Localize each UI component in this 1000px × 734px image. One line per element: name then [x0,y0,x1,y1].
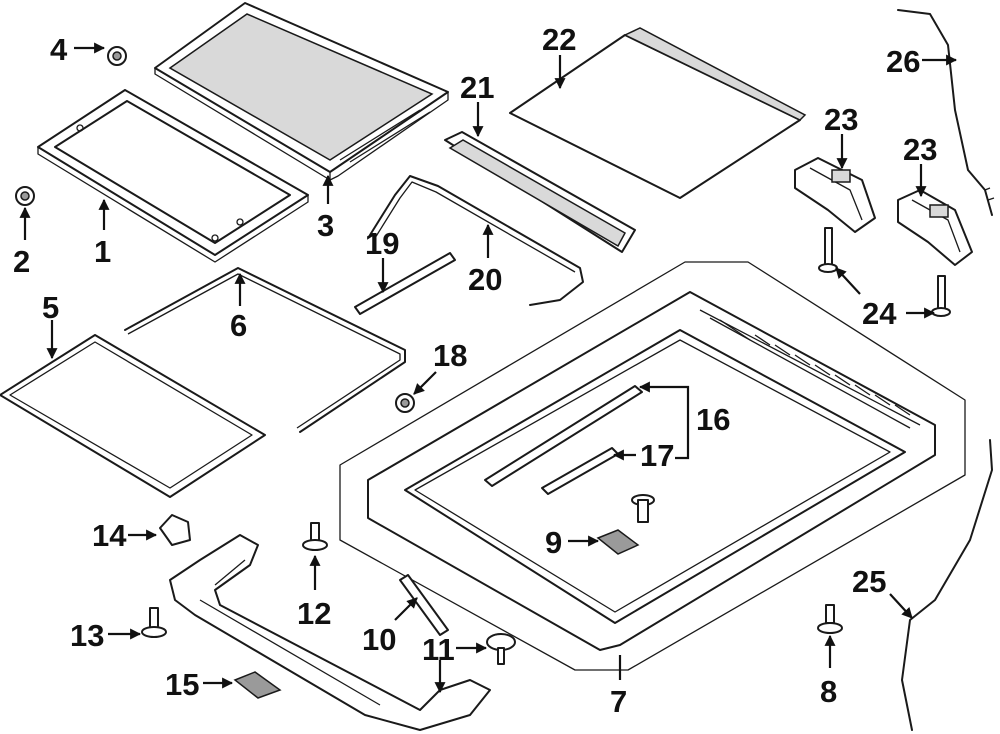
callout-6: 6 [230,308,247,343]
callout-23b: 23 [903,132,937,167]
strip-19-part [354,252,456,315]
leader-25 [889,593,913,619]
pad-9-part [596,529,640,555]
leader-10 [394,597,418,621]
motor-23b-part [897,189,973,266]
callout-18: 18 [433,338,467,373]
callout-8: 8 [820,674,837,709]
stud-24a-part [818,227,838,273]
callout-23a: 23 [824,102,858,137]
fastener-11-part [486,633,516,665]
stud-13-part [141,607,167,638]
callout-13: 13 [70,618,104,653]
leader-18 [413,371,437,395]
leader-24a [835,267,861,295]
stud-24b-part [931,275,951,317]
callout-20: 20 [468,262,502,297]
callout-2: 2 [13,244,30,279]
sunroof-frame-7-part [339,261,966,671]
callout-11: 11 [422,632,455,667]
pad-15-part [233,671,282,699]
callout-5: 5 [42,290,59,325]
drain-hose-25-part [901,439,993,731]
glass-panel-part [154,2,449,181]
callout-labels: 4 2 1 3 5 6 18 19 20 21 22 23 23 24 26 2… [13,22,937,719]
clip-14-part [159,514,191,546]
sunshade-rail-21-part [444,131,636,253]
callout-24: 24 [862,296,897,331]
pad-10-part [399,574,449,636]
fastener-18-part [395,393,415,413]
drain-hose-26-part [897,9,995,216]
wind-deflector-20-part [369,175,584,306]
callout-3: 3 [317,208,334,243]
callout-7: 7 [610,684,627,719]
panel-seal-5-part [0,334,266,498]
leader-lines [19,42,958,694]
callout-4: 4 [50,32,68,67]
callout-17: 17 [640,438,674,473]
weatherstrip-6-part [124,267,406,433]
frame-cross-members [719,319,911,416]
leader-16-bracket [645,385,690,460]
glass-frame-part [37,89,309,263]
callout-25: 25 [852,564,886,599]
stud-12-part [302,522,328,551]
callout-9: 9 [545,525,562,560]
screw-9-part [631,494,655,523]
callout-1: 1 [94,234,111,269]
stud-8-part [817,604,843,634]
fastener-4-part [107,46,127,66]
callout-12: 12 [297,596,331,631]
callout-16: 16 [696,402,730,437]
callout-19: 19 [365,226,399,261]
callout-22: 22 [542,22,576,57]
callout-26: 26 [886,44,920,79]
callout-14: 14 [92,518,127,553]
sunshade-22-part [509,27,807,199]
callout-21: 21 [460,70,494,105]
fastener-2-part [15,186,35,206]
motor-23a-part [794,157,876,233]
callout-10: 10 [362,622,396,657]
callout-15: 15 [165,667,199,702]
